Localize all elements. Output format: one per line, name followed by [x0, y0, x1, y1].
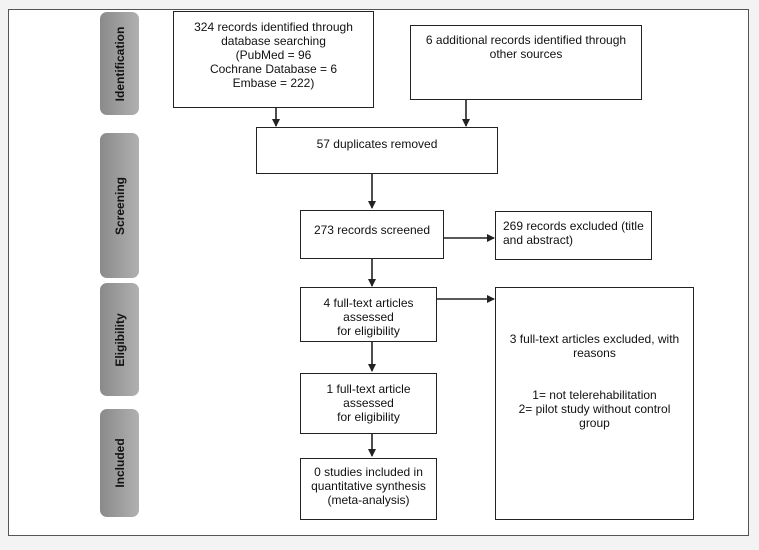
box-records-excluded: 269 records excluded (title and abstract…	[495, 211, 652, 260]
box-studies-included: 0 studies included in quantitative synth…	[300, 458, 437, 520]
box-database-search: 324 records identified through database …	[173, 11, 374, 108]
box-duplicates-removed: 57 duplicates removed	[256, 127, 498, 174]
stage-screening: Screening	[100, 133, 139, 278]
box-records-screened-text: 273 records screened	[313, 223, 431, 237]
box-records-excluded-text: 269 records excluded (title and abstract…	[503, 219, 644, 247]
box-records-screened: 273 records screened	[300, 210, 444, 259]
box-fulltext-assessed-1-text: 1 full-text article assessed for eligibi…	[326, 382, 411, 424]
box-other-sources-text: 6 additional records identified through …	[425, 33, 627, 61]
box-fulltext-excluded-text: 3 full-text articles excluded, with reas…	[509, 332, 680, 430]
box-studies-included-text: 0 studies included in quantitative synth…	[311, 465, 426, 507]
box-fulltext-assessed-1: 1 full-text article assessed for eligibi…	[300, 373, 437, 434]
stage-eligibility: Eligibility	[100, 283, 139, 396]
stage-included: Included	[100, 409, 139, 517]
box-other-sources: 6 additional records identified through …	[410, 25, 642, 100]
box-fulltext-assessed-4-text: 4 full-text articles assessed for eligib…	[323, 296, 414, 338]
box-database-search-text: 324 records identified through database …	[194, 20, 353, 90]
stage-identification: Identification	[100, 12, 139, 115]
box-fulltext-assessed-4: 4 full-text articles assessed for eligib…	[300, 287, 437, 342]
box-duplicates-removed-text: 57 duplicates removed	[316, 137, 438, 151]
box-fulltext-excluded: 3 full-text articles excluded, with reas…	[495, 287, 694, 520]
